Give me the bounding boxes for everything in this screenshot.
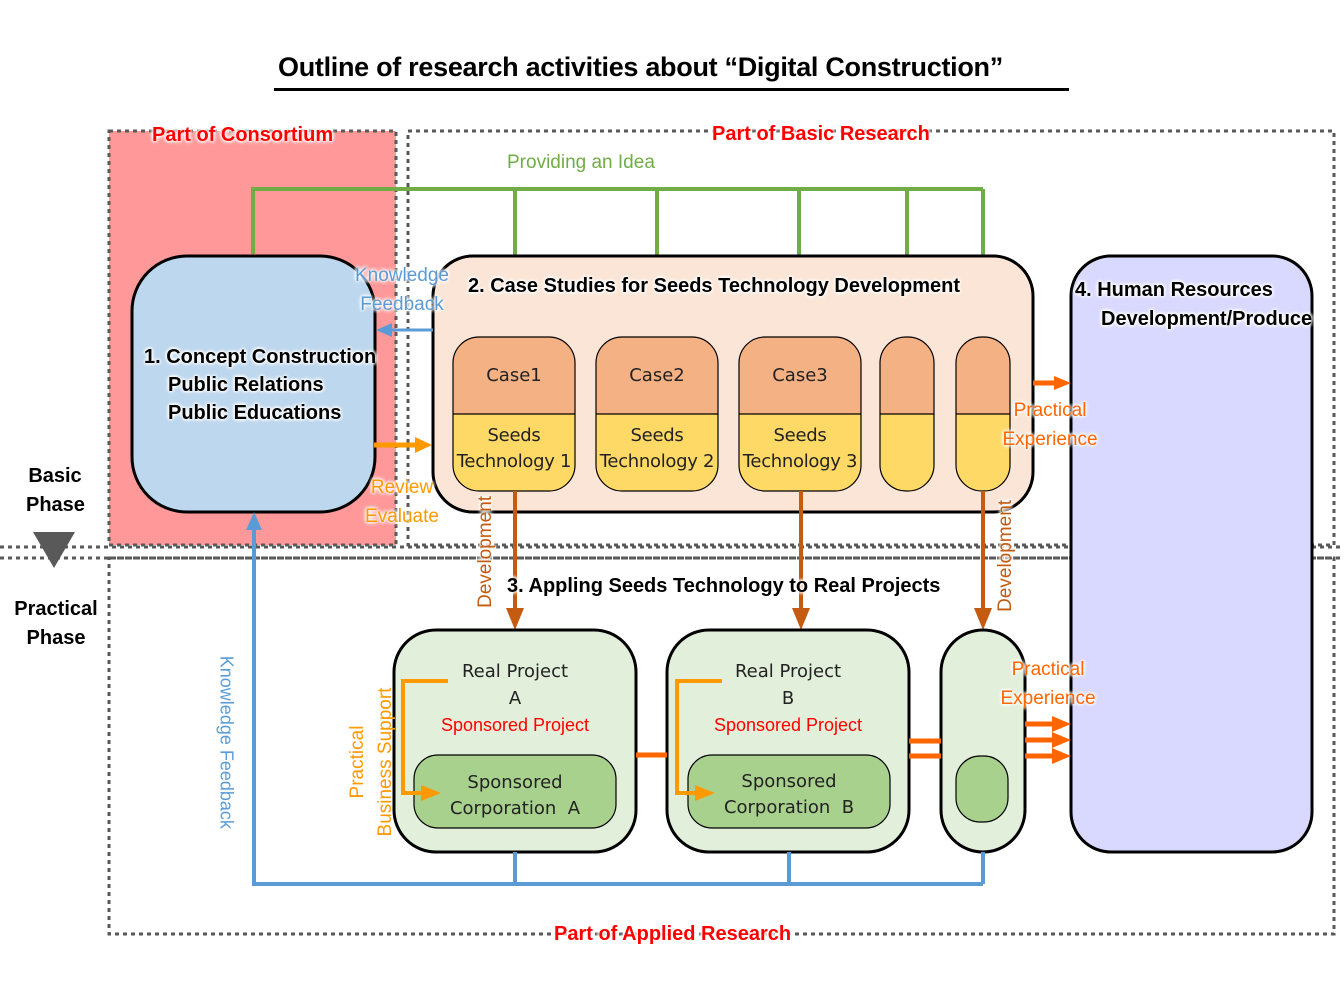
real-project-b-sponsored-label: Sponsored Project <box>713 715 863 735</box>
practical-phase-line2: Phase <box>26 627 86 649</box>
real-project-a-text: Real Project A Sponsored Project <box>394 658 636 739</box>
concept-line-public-educations: Public Educations <box>168 402 342 424</box>
project-link-lines <box>636 738 941 759</box>
case-pill-5 <box>955 336 1011 492</box>
case-pill-top <box>880 337 934 414</box>
case-pill-top <box>453 337 575 414</box>
case-pill-top <box>596 337 718 414</box>
knowledge-feedback-top-label: Knowledge Feedback <box>344 261 460 319</box>
basic-phase-label: Basic Phase <box>26 462 85 520</box>
case-name: Case2 <box>629 365 685 386</box>
seeds-technology-line1: Seeds <box>630 425 684 446</box>
business-support-arrowheads <box>421 785 715 801</box>
consortium-region-label: Part of Consortium <box>152 124 334 146</box>
knowledge-feedback-loop <box>252 526 985 886</box>
human-resources-box <box>1069 254 1314 854</box>
concept-box <box>130 254 377 514</box>
basic-phase-line2: Phase <box>26 494 85 516</box>
knowledge-feedback-loop-arrowhead <box>246 512 262 530</box>
case-pill-outline <box>879 336 935 492</box>
human-resources-subtitle: Development/Produce <box>1101 308 1313 330</box>
sponsored-corporation-b-line2: Corporation B <box>723 797 855 818</box>
case-pill-top <box>956 337 1010 414</box>
applying-title: 3. Appling Seeds Technology to Real Proj… <box>507 575 941 597</box>
seeds-technology-line1: Seeds <box>487 425 541 446</box>
page-title: Outline of research activities about “Di… <box>278 52 1003 82</box>
review-evaluate-label: Review Evaluate <box>352 473 452 531</box>
sponsored-corporation-a-text: Sponsored Corporation A <box>414 770 616 822</box>
development-left-label: Development <box>475 495 497 608</box>
business-support-line1: Practical <box>347 725 368 799</box>
concept-box-text: 1. Concept Construction Public Relations… <box>144 343 376 427</box>
case-pill-outline <box>595 336 719 492</box>
real-project-b-text: Real Project B Sponsored Project <box>667 658 909 739</box>
case-pill-bottom <box>739 414 861 491</box>
practical-experience-bottom-label: Practical Experience <box>994 655 1102 713</box>
practical-phase-label: Practical Phase <box>9 595 103 653</box>
practical-experience-bottom-arrow-shafts <box>1025 721 1054 759</box>
basic-research-region-label: Part of Basic Research <box>712 123 930 145</box>
practical-experience-top-line1: Practical <box>1013 400 1087 421</box>
applied-research-region-label: Part of Applied Research <box>554 923 792 945</box>
case-name: Case1 <box>486 365 542 386</box>
seeds-technology-line2: Technology 1 <box>456 451 572 472</box>
case-pill-2 <box>595 336 719 492</box>
case-studies-title: 2. Case Studies for Seeds Technology Dev… <box>468 275 960 297</box>
seeds-technology-line2: Technology 3 <box>742 451 858 472</box>
practical-experience-bottom-arrowheads <box>1052 716 1071 764</box>
real-project-b-letter: B <box>781 688 795 709</box>
business-support-connectors <box>401 679 722 795</box>
development-right-label: Development <box>995 499 1017 612</box>
practical-phase-line1: Practical <box>14 598 98 620</box>
practical-experience-top-label: Practical Experience <box>996 396 1104 454</box>
human-resources-text: 4. Human Resources Development/Produce <box>1075 276 1312 334</box>
case-pill-3 <box>738 336 862 492</box>
knowledge-feedback-vertical-label: Knowledge Feedback <box>216 655 237 829</box>
knowledge-feedback-top-line1: Knowledge <box>354 265 450 286</box>
case-pill-4 <box>879 336 935 492</box>
concept-line-public-relations: Public Relations <box>168 374 324 396</box>
real-project-a-title: Real Project <box>461 661 569 682</box>
knowledge-feedback-arrowhead <box>376 323 392 337</box>
consortium-region-border <box>107 129 398 547</box>
review-evaluate-line2: Evaluate <box>365 506 439 527</box>
knowledge-feedback-top-line2: Feedback <box>360 294 444 315</box>
real-project-b-title: Real Project <box>734 661 842 682</box>
real-project-a-sponsored-label: Sponsored Project <box>440 715 590 735</box>
sponsored-corporation-a-line1: Sponsored <box>467 772 563 793</box>
sponsored-corporation-a-line2: Corporation A <box>449 798 581 819</box>
title-underline <box>274 88 1069 91</box>
case-pill-top <box>739 337 861 414</box>
phase-down-triangle-icon <box>33 532 75 568</box>
sponsored-corporation-b-text: Sponsored Corporation B <box>688 769 890 821</box>
case-pill-1 <box>452 336 576 492</box>
real-project-a-letter: A <box>508 688 522 709</box>
providing-idea-label: Providing an Idea <box>507 152 655 173</box>
seeds-technology-line1: Seeds <box>773 425 827 446</box>
sponsored-corporation-b-line1: Sponsored <box>741 771 837 792</box>
practical-experience-top-arrowhead <box>1054 376 1071 390</box>
case-pill-bottom <box>880 414 934 491</box>
development-arrowheads <box>506 608 992 630</box>
development-arrows <box>513 491 985 612</box>
human-resources-title: 4. Human Resources <box>1075 279 1273 301</box>
review-evaluate-line1: Review <box>370 477 434 498</box>
case-pill-bottom <box>453 414 575 491</box>
practical-experience-bottom-line1: Practical <box>1011 659 1085 680</box>
seeds-technology-line2: Technology 2 <box>599 451 715 472</box>
practical-experience-bottom-line2: Experience <box>1000 688 1096 709</box>
review-evaluate-arrowhead <box>415 437 432 453</box>
case-pill-bottom <box>596 414 718 491</box>
basic-research-region-border <box>406 129 1336 547</box>
concept-title: 1. Concept Construction <box>144 346 377 368</box>
case-pill-bottom <box>956 414 1010 491</box>
sponsored-corporation-extra-box <box>955 755 1009 823</box>
case-name: Case3 <box>772 365 828 386</box>
basic-phase-line1: Basic <box>28 465 82 487</box>
practical-experience-top-line2: Experience <box>1002 429 1098 450</box>
business-support-label: Practical Business Support <box>344 676 400 848</box>
